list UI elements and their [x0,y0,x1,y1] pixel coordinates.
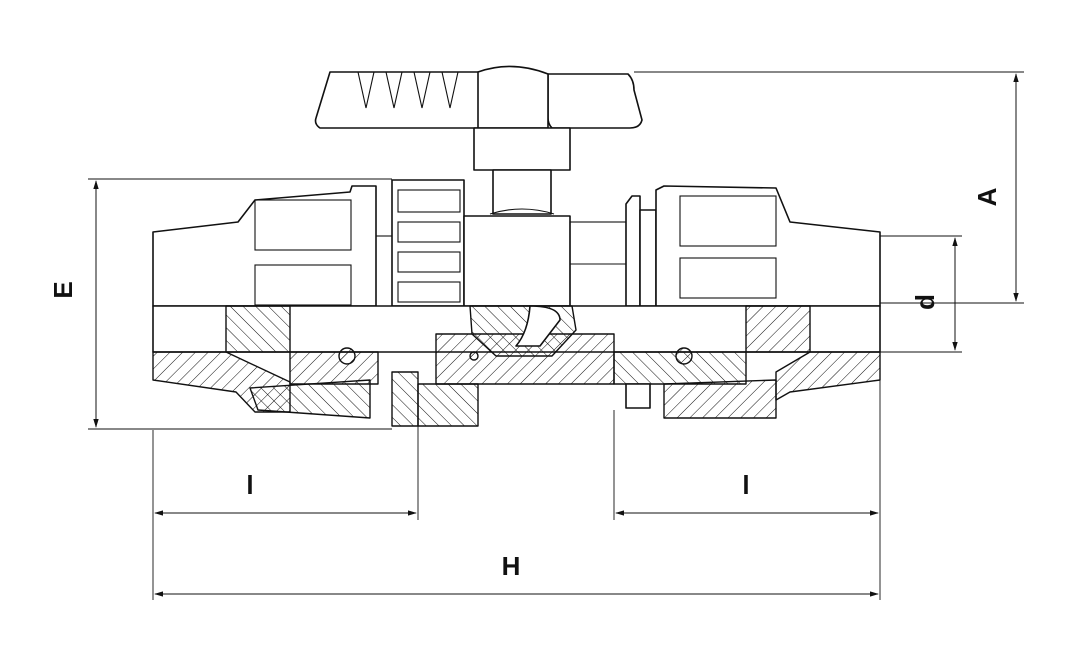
dimension-lines [88,71,1024,600]
dimension-label-a: A [972,187,1002,206]
dimension-label-d: d [910,294,940,310]
valve-handle [314,65,643,215]
dimension-label-h: H [502,551,521,581]
valve-body-exterior [152,179,881,307]
valve-body-section [152,305,881,427]
dimension-label-l-right: l [742,470,749,500]
dimension-label-e: E [48,281,78,298]
dimension-label-l-left: l [246,470,253,500]
